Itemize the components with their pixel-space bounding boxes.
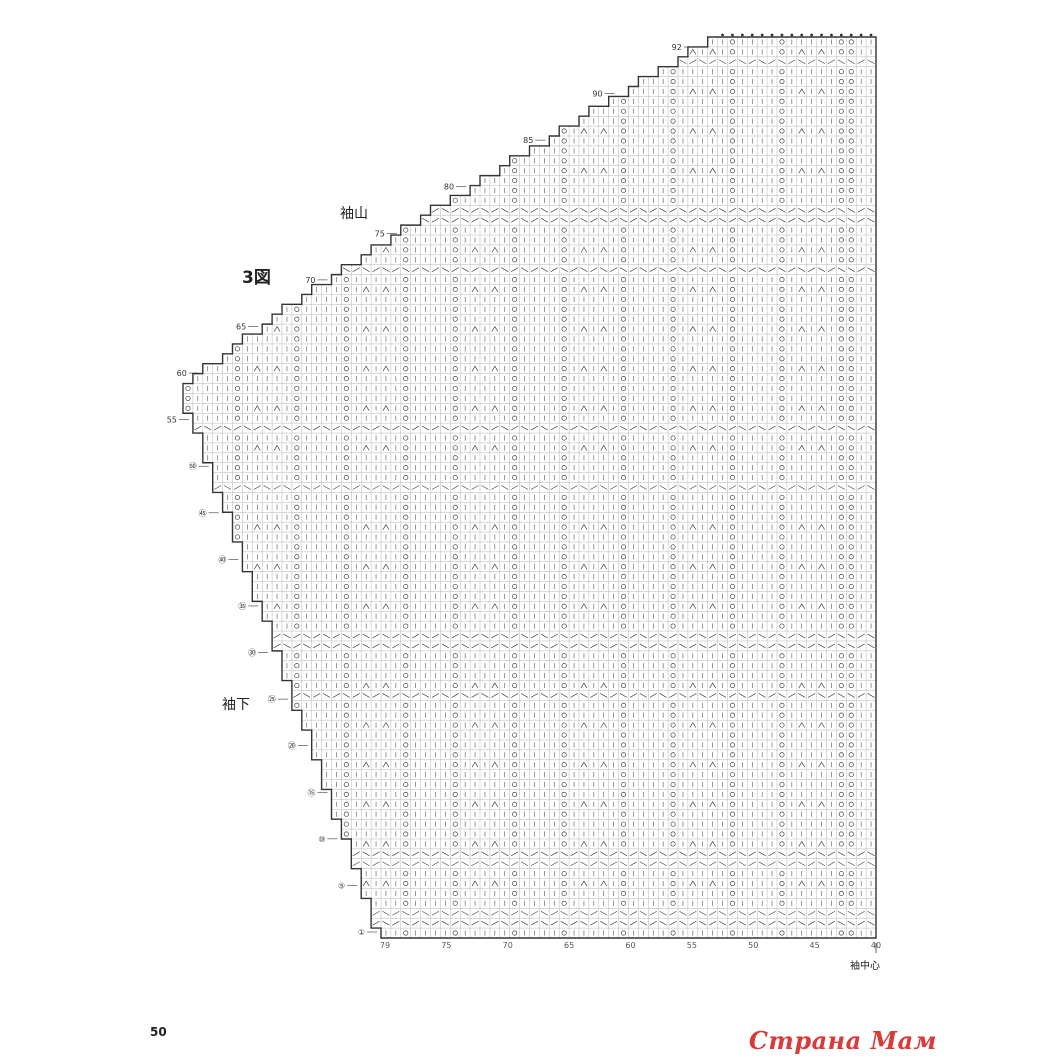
chart-grid — [182, 36, 877, 938]
